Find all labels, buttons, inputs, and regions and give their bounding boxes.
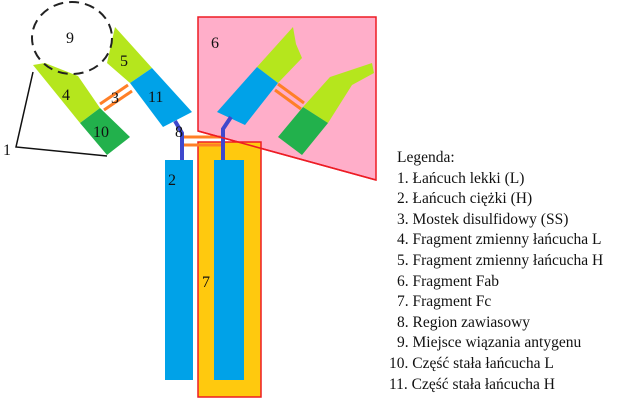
heavy-constant-right (217, 67, 278, 125)
legend-item: 1. Łańcuch lekki (L) (397, 169, 525, 187)
legend-item: 11. Część stała łańcucha H (389, 375, 555, 393)
light-constant-right (278, 107, 328, 155)
antigen-binding-site (31, 1, 113, 75)
heavy-variable-right (257, 27, 302, 83)
fab-region-edge (197, 130, 377, 181)
legend-item: 4. Fragment zmienny łańcucha L (397, 231, 602, 249)
heavy-chain-left (165, 160, 193, 380)
legend: Legenda: 1. Łańcuch lekki (L) 2. Łańcuch… (389, 148, 604, 395)
legend-item: 3. Mostek disulfidowy (SS) (397, 210, 569, 228)
label-10: 10 (93, 124, 109, 141)
light-constant-left (80, 108, 130, 155)
label-9: 9 (66, 30, 74, 47)
heavy-variable-left (107, 27, 152, 83)
label-6: 6 (211, 35, 219, 52)
legend-item: 10. Część stała łańcucha L (389, 354, 554, 372)
light-chain-bracket (15, 71, 108, 157)
disulfide-bridge-left (99, 83, 133, 112)
legend-item: 7. Fragment Fc (397, 293, 492, 311)
light-variable-right (303, 63, 374, 123)
disulfide-bridge-right (274, 82, 305, 111)
hinge-right (221, 115, 233, 162)
light-variable-left (33, 63, 100, 123)
hinge-left (173, 119, 184, 162)
label-1: 1 (3, 142, 11, 159)
label-8: 8 (175, 124, 183, 141)
disulfide-bridge-hinge (184, 135, 221, 147)
legend-title: Legenda: (397, 149, 455, 166)
label-4: 4 (62, 87, 70, 104)
legend-item: 5. Fragment zmienny łańcucha H (397, 251, 604, 269)
label-2: 2 (168, 172, 176, 189)
label-11: 11 (148, 89, 163, 106)
label-3: 3 (111, 90, 119, 107)
legend-item: 2. Łańcuch ciężki (H) (397, 190, 533, 208)
heavy-constant-left (130, 68, 192, 127)
label-5: 5 (120, 53, 128, 70)
legend-item: 6. Fragment Fab (397, 272, 500, 290)
label-7: 7 (202, 274, 210, 291)
legend-item: 8. Region zawiasowy (397, 313, 531, 331)
legend-item: 9. Miejsce wiązania antygenu (397, 334, 582, 352)
heavy-chain-right (214, 160, 244, 380)
